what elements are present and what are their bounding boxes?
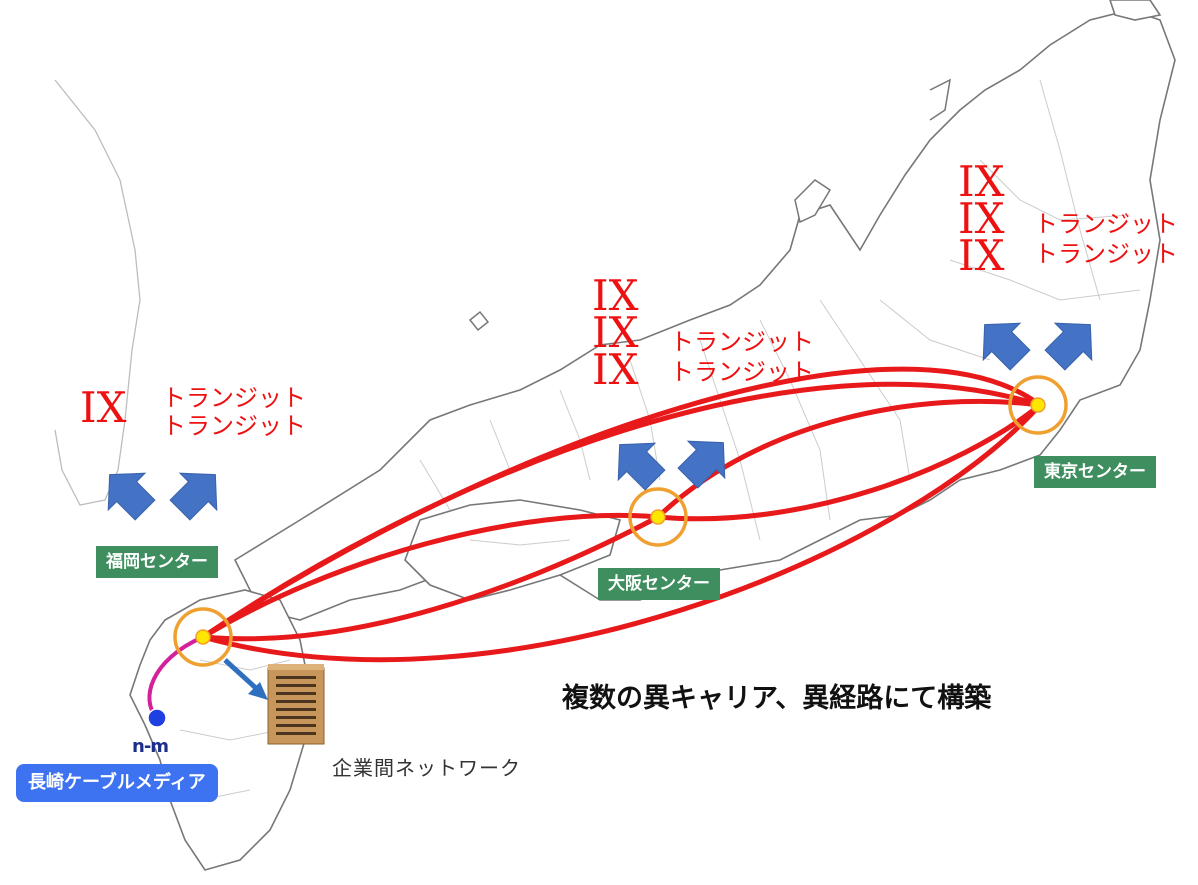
fukuoka-ix-label: IX xyxy=(80,383,127,432)
hub-marker-icon xyxy=(1008,375,1068,435)
fukuoka-transit-label: トランジット xyxy=(162,384,306,412)
sado-island xyxy=(794,179,832,224)
route-fukuoka-tokyo-south xyxy=(202,403,1042,663)
osaka-ix-label: IX xyxy=(592,308,639,357)
up-arrow-icon xyxy=(617,442,666,491)
nagasaki-logo: n-m xyxy=(132,736,169,757)
tokyo-ix-label: IX xyxy=(958,194,1005,243)
route-fukuoka-osaka-north xyxy=(201,512,659,640)
building-icon xyxy=(267,664,325,745)
korea-coastline xyxy=(54,79,141,506)
tokyo-ix-label: IX xyxy=(958,157,1005,206)
shikoku-outline xyxy=(404,499,621,601)
noto-peninsula xyxy=(929,78,951,121)
hokkaido-outline xyxy=(1109,0,1162,21)
building-arrow-icon xyxy=(223,658,260,692)
up-arrow-icon xyxy=(982,322,1031,371)
osaka-ix-label: IX xyxy=(592,271,639,320)
tokyo-transit-label: トランジット xyxy=(1034,210,1178,238)
tokyo-transit-label: トランジット xyxy=(1034,240,1178,268)
up-arrow-icon xyxy=(1044,322,1093,371)
tokyo-center-badge: 東京センター xyxy=(1034,456,1156,488)
honshu-outline xyxy=(233,9,1176,621)
up-arrow-icon xyxy=(169,472,218,521)
fukuoka-center-badge: 福岡センター xyxy=(96,546,218,578)
arrowhead-icon xyxy=(248,682,268,700)
route-lines xyxy=(201,366,1042,663)
hub-marker-icon xyxy=(628,487,688,547)
nagasaki-node-icon xyxy=(147,708,167,728)
route-osaka-tokyo-south xyxy=(657,403,1042,522)
osaka-center-badge: 大阪センター xyxy=(598,568,720,600)
up-arrow-icon xyxy=(677,440,726,489)
tokyo-ix-label: IX xyxy=(958,231,1005,280)
osaka-transit-label: トランジット xyxy=(670,328,814,356)
hub-marker-icon xyxy=(173,607,233,667)
prefecture-borders xyxy=(179,79,1141,801)
up-arrow-icon xyxy=(107,472,156,521)
redundancy-note: 複数の異キャリア、異経路にて構築 xyxy=(562,683,992,714)
osaka-ix-label: IX xyxy=(592,345,639,394)
route-fukuoka-outer xyxy=(201,366,1042,640)
fukuoka-transit-label: トランジット xyxy=(162,412,306,440)
osaka-transit-label: トランジット xyxy=(670,358,814,386)
oki-island xyxy=(468,310,490,332)
corporate-network-label: 企業間ネットワーク xyxy=(332,756,521,780)
route-fukuoka-osaka-south xyxy=(202,514,660,642)
nagasaki-badge: 長崎ケーブルメディア xyxy=(16,764,218,802)
